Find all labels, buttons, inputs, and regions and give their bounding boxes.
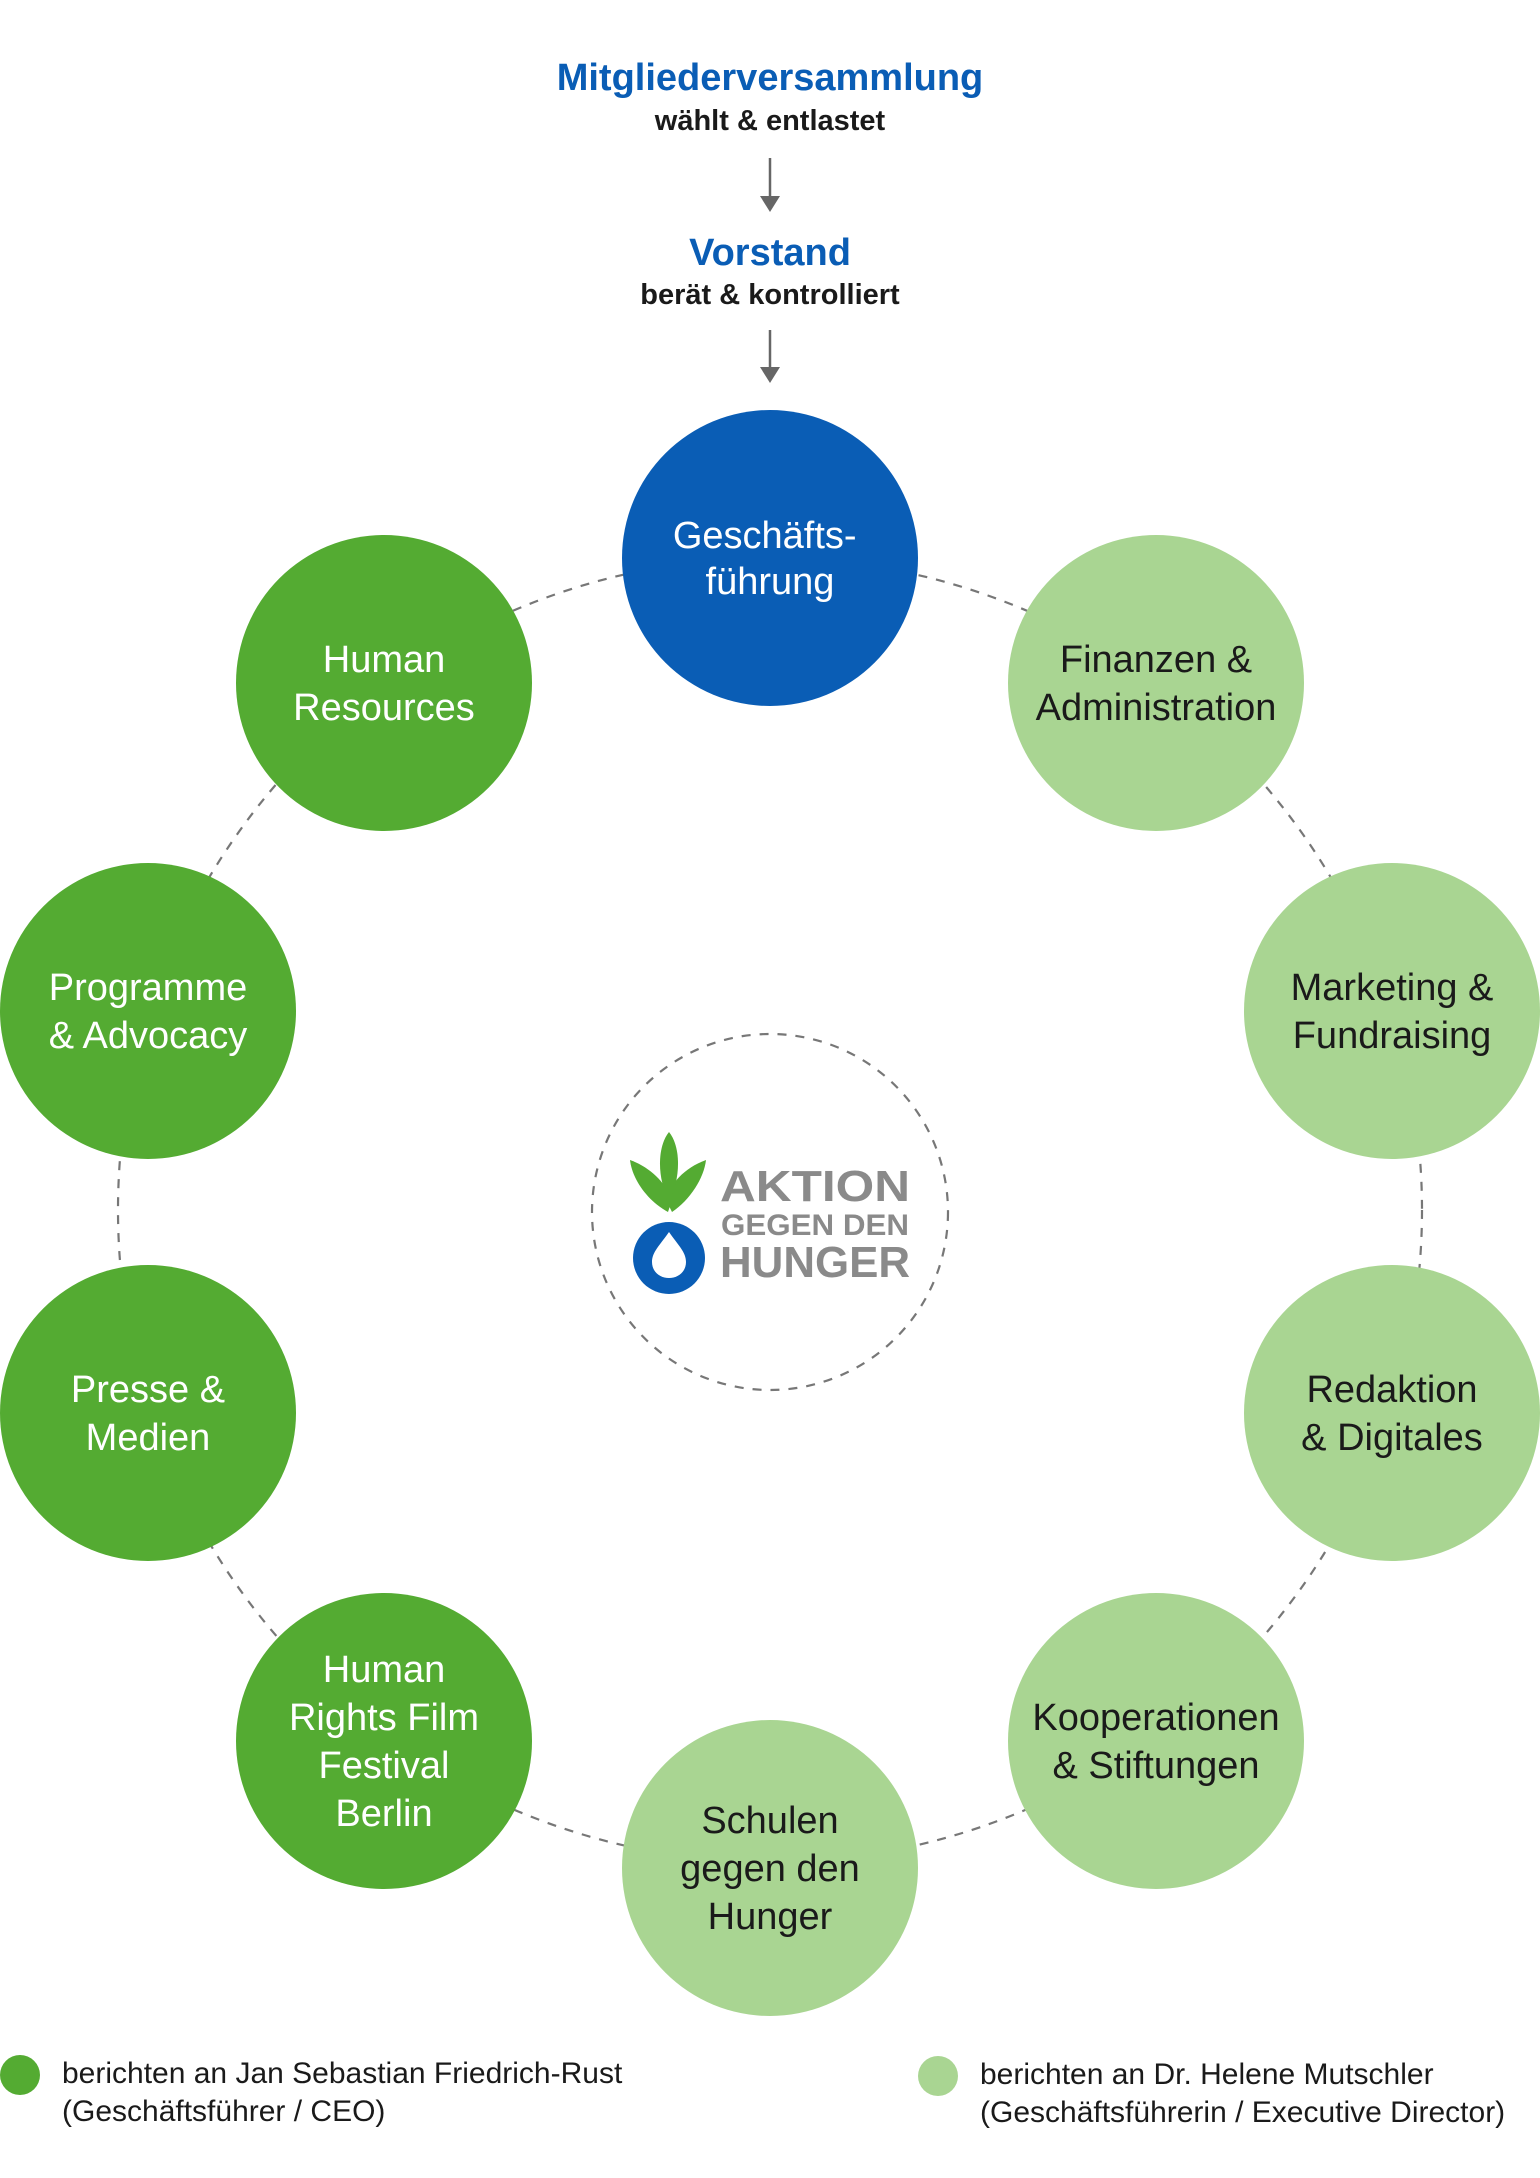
logo-line-2: GEGEN DEN [721,1209,909,1242]
department-node: Finanzen & Administration [1008,535,1304,831]
department-label-line: Schulen [701,1800,838,1842]
department-label-line: Redaktion [1306,1369,1477,1411]
department-node: Kooperationen & Stiftungen [1008,1593,1304,1889]
management-label-line: Geschäfts- [673,515,857,557]
management-label-line: führung [706,561,835,603]
legend-light-line-2: (Geschäftsführerin / Executive Director) [980,2096,1506,2129]
department-label: Programme & Advocacy [49,967,248,1057]
dashed-ring [116,556,1424,1864]
legend-light-line-1: berichten an Dr. Helene Mutschler [980,2058,1434,2091]
department-label: Redaktion & Digitales [1301,1369,1483,1459]
department-circle [1244,863,1540,1159]
legend-dark: berichten an Jan Sebastian Friedrich-Rus… [0,2055,622,2131]
legend-dark-line-1: berichten an Jan Sebastian Friedrich-Rus… [62,2057,623,2090]
department-circle [0,1265,296,1561]
department-circle [236,1593,532,1889]
department-label: Presse & Medien [71,1369,225,1459]
department-node: Presse & Medien [0,1265,296,1561]
assembly-title: Mitgliederversammlung [557,57,984,99]
department-label: Marketing & Fundraising [1291,967,1494,1057]
board-title: Vorstand [689,232,851,274]
department-label-line: Fundraising [1293,1015,1492,1057]
arrow-head-2 [760,367,780,383]
department-label-line: & Advocacy [49,1015,248,1057]
department-label-line: Presse & [71,1369,225,1411]
logo-line-3: HUNGER [720,1238,910,1287]
management-node: Geschäfts- führung [622,410,918,706]
board-subtitle: berät & kontrolliert [640,279,900,311]
department-circle [0,863,296,1159]
department-label-line: Resources [293,687,475,729]
department-label: Kooperationen & Stiftungen [1032,1697,1279,1787]
department-label-line: Kooperationen [1032,1697,1279,1739]
legend-dark-dot [0,2055,40,2095]
management-label: Geschäfts- führung [673,515,867,603]
department-label-line: Hunger [708,1896,833,1938]
department-label-line: Administration [1036,687,1277,729]
department-node: Marketing & Fundraising [1244,863,1540,1159]
leaf-icon [630,1132,706,1212]
drop-icon [633,1222,705,1294]
department-label-line: Programme [49,967,248,1009]
arrow-head-1 [760,196,780,212]
management-circle [622,410,918,706]
assembly-subtitle: wählt & entlastet [654,105,886,137]
department-label-line: Berlin [335,1793,432,1835]
logo-line-1: AKTION [720,1162,910,1211]
logo: AKTION GEGEN DEN HUNGER [630,1132,910,1294]
department-circle [236,535,532,831]
department-label-line: gegen den [680,1848,860,1890]
department-label: Finanzen & Administration [1036,639,1277,729]
legend-light-dot [918,2056,958,2096]
department-label-line: Finanzen & [1060,639,1252,681]
department-label-line: Festival [319,1745,450,1787]
department-label-line: Rights Film [289,1697,479,1739]
legend-light: berichten an Dr. Helene Mutschler (Gesch… [918,2056,1505,2132]
department-label-line: Marketing & [1291,967,1494,1009]
department-label-line: & Stiftungen [1052,1745,1259,1787]
department-label-line: & Digitales [1301,1417,1483,1459]
department-node: Redaktion & Digitales [1244,1265,1540,1561]
department-node: Programme & Advocacy [0,863,296,1159]
department-circle [1244,1265,1540,1561]
department-circle [1008,1593,1304,1889]
department-circle [1008,535,1304,831]
department-circle [622,1720,918,2016]
legend-dark-line-2: (Geschäftsführer / CEO) [62,2095,386,2128]
department-label-line: Medien [86,1417,211,1459]
logo-dashed-circle [590,1032,950,1392]
department-label-line: Human [323,1649,446,1691]
department-label-line: Human [323,639,446,681]
